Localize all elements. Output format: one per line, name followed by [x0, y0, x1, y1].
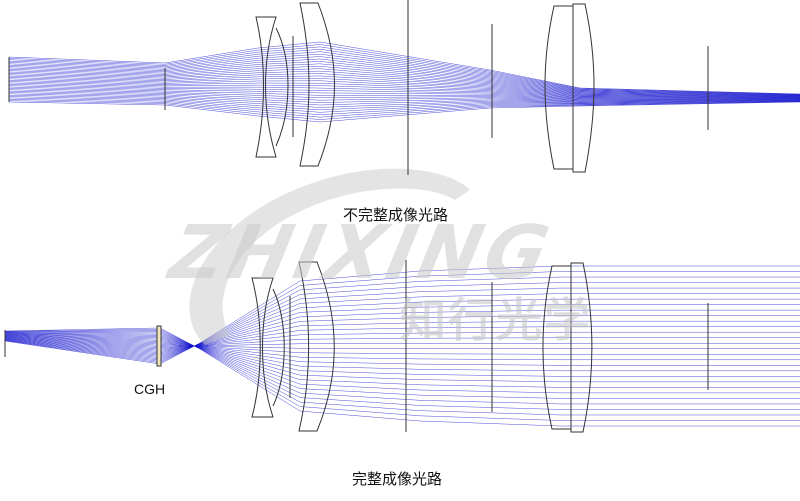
- ray-top: [8, 46, 800, 95]
- watermark-logo-cn: 知行光学: [400, 293, 592, 347]
- ray-top: [8, 44, 800, 95]
- ray-top: [8, 49, 800, 95]
- ray-bundle-top: [8, 41, 800, 123]
- cgh-plate: [156, 325, 162, 367]
- ray-top: [8, 41, 800, 95]
- lens-element-3: [299, 2, 335, 167]
- lens-element-5: [544, 5, 574, 170]
- lens-element-2: [275, 27, 289, 147]
- top-caption: 不完整成像光路: [343, 206, 449, 224]
- lens-group-top: [8, 0, 709, 175]
- lens-element-6: [572, 3, 595, 173]
- ray-top: [8, 101, 800, 123]
- lens-element-b6: [570, 262, 593, 433]
- lens-element-b1: [251, 277, 274, 418]
- bottom-caption: 完整成像光路: [352, 470, 443, 488]
- lens-group-bottom: [4, 260, 709, 433]
- lens-element-b4: [298, 261, 335, 432]
- lens-element-1: [255, 16, 277, 158]
- cgh-label: CGH: [134, 381, 166, 397]
- lens-element-b5: [542, 265, 572, 430]
- lens-element-b2: [272, 288, 285, 407]
- watermark-swoosh: [189, 168, 470, 345]
